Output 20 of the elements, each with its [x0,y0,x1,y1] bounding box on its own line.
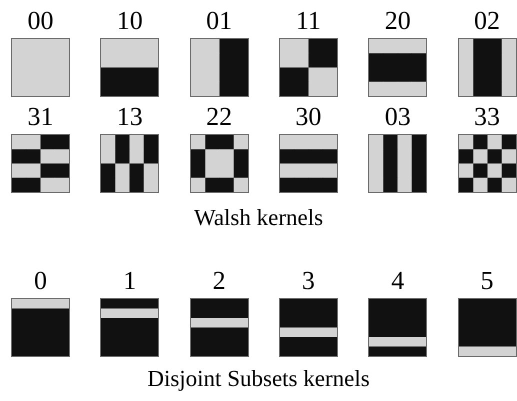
kernel-label: 3 [302,266,315,296]
kernel-label: 11 [296,6,321,36]
kernel-label: 02 [474,6,500,36]
kernel-label: 2 [212,266,226,296]
kernel-label: 20 [384,6,411,36]
kernel-label: 1 [123,266,136,296]
kernel-label: 33 [474,102,500,132]
kernel-label: 5 [480,266,494,296]
kernel-label: 22 [206,102,232,132]
kernel-label: 00 [28,6,54,36]
kernel-label: 01 [206,6,232,36]
kernel-label: 31 [28,102,54,132]
caption: Disjoint Subsets kernels [147,365,370,393]
kernel-label: 03 [384,102,411,132]
kernel-label: 4 [391,266,404,296]
caption: Walsh kernels [194,204,324,232]
kernel-label: 13 [116,102,143,132]
kernel-label: 30 [295,102,322,132]
kernel-label: 0 [34,266,47,296]
kernel-label: 10 [116,6,143,36]
